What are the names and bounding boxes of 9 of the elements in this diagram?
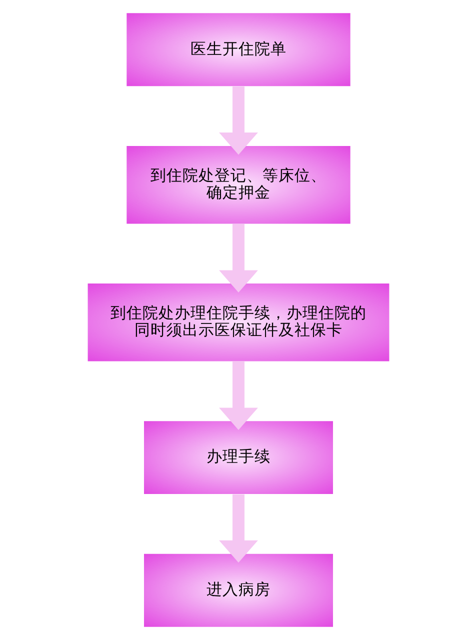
arrow bbox=[218, 224, 258, 293]
node-box: 进入病房 bbox=[144, 554, 332, 627]
node-box: 办理手续 bbox=[144, 421, 332, 494]
arrow bbox=[218, 86, 258, 155]
arrow bbox=[218, 361, 258, 430]
node-box: 医生开住院单 bbox=[126, 13, 350, 86]
arrow bbox=[218, 494, 258, 563]
node-box: 到住院处办理住院手续，办理住院的同时须出示医保证件及社保卡 bbox=[87, 284, 389, 362]
node-box: 到住院处登记、等床位、确定押金 bbox=[126, 146, 350, 224]
